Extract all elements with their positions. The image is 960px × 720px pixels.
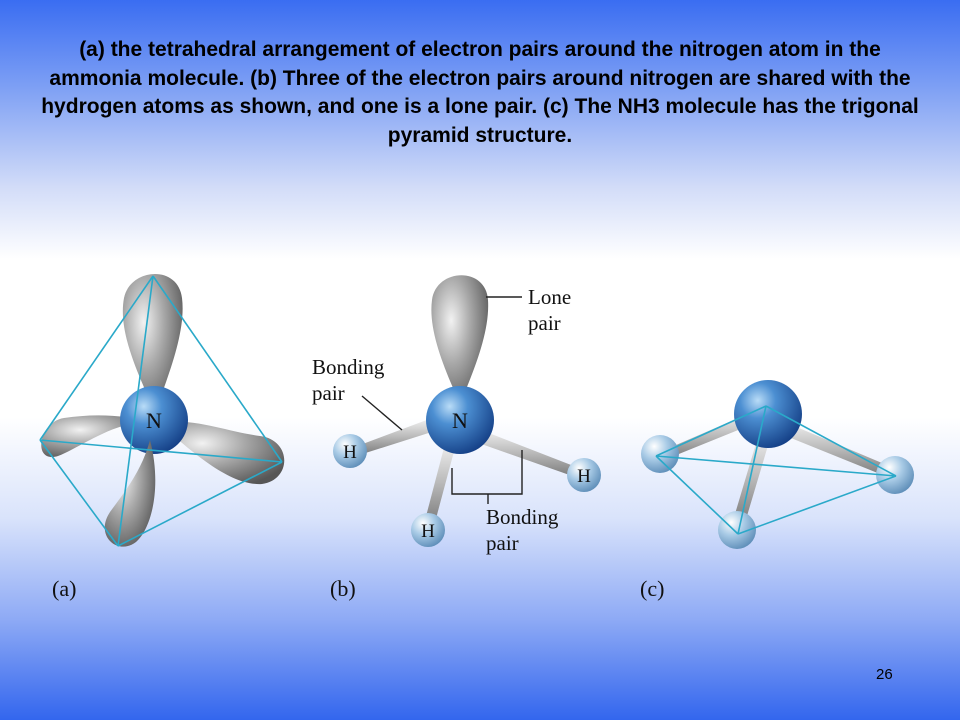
bond-left <box>352 418 438 456</box>
hydrogen-label-right: H <box>577 466 591 487</box>
bonding-pair-label-bottom: Bonding pair <box>486 505 564 555</box>
panel-b-bonding-and-lone-pairs: N H H H Lone pair Bonding pair <box>312 275 601 555</box>
panel-b-label: (b) <box>330 576 356 601</box>
bond-right <box>470 428 584 478</box>
hydrogen-atom-right <box>567 458 601 492</box>
bond-right <box>776 420 894 478</box>
nitrogen-label: N <box>146 408 162 433</box>
bond-bottom <box>732 430 772 526</box>
bond-left <box>660 412 758 460</box>
panel-a-label: (a) <box>52 576 76 601</box>
tetrahedron-edges <box>39 275 283 547</box>
hydrogen-atom-left <box>333 434 367 468</box>
hydrogen-label-bottom: H <box>421 521 435 542</box>
pyramid-edges <box>655 405 897 535</box>
slide-caption: (a) the tetrahedral arrangement of elect… <box>41 38 919 147</box>
nitrogen-atom <box>734 380 802 448</box>
lobe-right <box>158 421 285 485</box>
lone-pair-label: Lone pair <box>528 285 576 335</box>
lobe-front <box>104 440 156 547</box>
lobe-left <box>41 415 152 458</box>
nitrogen-atom <box>426 386 494 454</box>
panel-c-trigonal-pyramid <box>641 380 914 549</box>
lobe-top <box>122 273 183 412</box>
page-number: 26 <box>876 666 893 683</box>
bonding-pair-leader-left <box>361 395 403 431</box>
lone-pair-lobe <box>431 275 489 404</box>
bond-bottom <box>424 440 456 526</box>
bonding-pair-label-left: Bonding pair <box>312 355 390 405</box>
hydrogen-label-left: H <box>343 442 357 463</box>
panel-c-label: (c) <box>640 576 664 601</box>
bonding-pair-bracket <box>451 450 523 495</box>
hydrogen-atom-bottom <box>718 511 756 549</box>
hydrogen-atom-bottom <box>411 513 445 547</box>
nitrogen-label: N <box>452 408 468 433</box>
panel-a-tetrahedral-pairs: N <box>39 273 285 547</box>
